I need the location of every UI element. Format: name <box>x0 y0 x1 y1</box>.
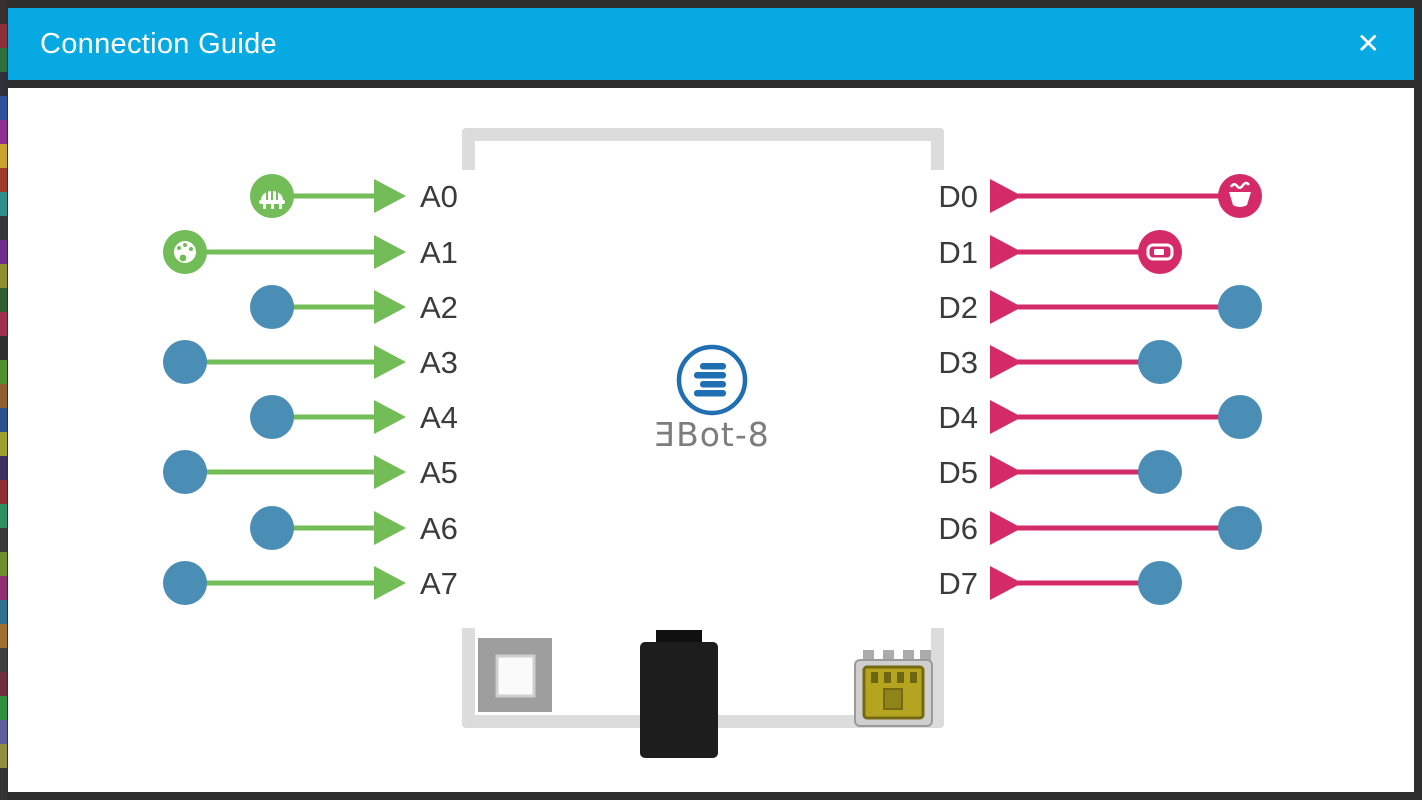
pin-label: D3 <box>938 345 978 380</box>
dialog-header: Connection Guide ✕ <box>8 8 1414 80</box>
dialog-title: Connection Guide <box>40 27 277 60</box>
pin-arrow <box>990 179 1022 213</box>
pin-arrow <box>374 179 406 213</box>
free-pin-circle <box>250 506 294 550</box>
pin-arrow <box>374 455 406 489</box>
free-pin-circle <box>1218 285 1262 329</box>
connection-diagram: A0 A1 A2 <box>163 128 1262 758</box>
pin-label: D4 <box>938 400 978 435</box>
pin-label: D0 <box>938 179 978 214</box>
pin-label: D2 <box>938 290 978 325</box>
board-logo-icon <box>676 344 748 416</box>
pin-label: A1 <box>420 235 458 270</box>
pin-arrow <box>990 400 1022 434</box>
digital-pin-rows: D0 D1 D2 <box>938 174 1262 605</box>
free-pin-circle <box>1138 340 1182 384</box>
free-pin-circle <box>163 340 207 384</box>
dialog-body: A0 A1 A2 <box>8 88 1414 792</box>
cup-icon <box>1229 181 1251 207</box>
pin-label: A3 <box>420 345 458 380</box>
free-pin-circle <box>250 395 294 439</box>
potentiometer-icon <box>259 187 285 209</box>
free-pin-circle <box>163 561 207 605</box>
pin-arrow <box>990 290 1022 324</box>
pin-label: D7 <box>938 566 978 601</box>
pin-arrow <box>374 566 406 600</box>
pin-label: A0 <box>420 179 458 214</box>
pin-arrow <box>990 511 1022 545</box>
pin-arrow <box>374 290 406 324</box>
pin-label: D5 <box>938 455 978 490</box>
pin-arrow <box>990 235 1022 269</box>
pin-label: A4 <box>420 400 458 435</box>
pin-arrow <box>374 345 406 379</box>
pin-arrow <box>990 345 1022 379</box>
connection-guide-dialog: Connection Guide ✕ <box>8 8 1414 792</box>
pin-arrow <box>374 511 406 545</box>
free-pin-circle <box>1138 450 1182 494</box>
free-pin-circle <box>1138 561 1182 605</box>
free-pin-circle <box>1218 506 1262 550</box>
pin-label: D6 <box>938 511 978 546</box>
pin-arrow <box>990 455 1022 489</box>
free-pin-circle <box>250 285 294 329</box>
battery-icon <box>1146 243 1174 261</box>
pin-arrow <box>374 235 406 269</box>
power-switch <box>478 638 552 712</box>
pin-arrow <box>374 400 406 434</box>
pin-label: D1 <box>938 235 978 270</box>
free-pin-circle <box>1218 395 1262 439</box>
pin-label: A6 <box>420 511 458 546</box>
background-app-edge <box>0 0 7 800</box>
board-name: ƎBot-8 <box>654 415 770 454</box>
palette-icon <box>174 241 196 263</box>
mini-usb-port <box>854 650 933 727</box>
pin-label: A7 <box>420 566 458 601</box>
barrel-jack <box>640 630 718 758</box>
analog-pin-rows: A0 A1 A2 <box>163 174 458 605</box>
pin-label: A5 <box>420 455 458 490</box>
pin-arrow <box>990 566 1022 600</box>
close-icon[interactable]: ✕ <box>1349 26 1388 62</box>
pin-label: A2 <box>420 290 458 325</box>
free-pin-circle <box>163 450 207 494</box>
